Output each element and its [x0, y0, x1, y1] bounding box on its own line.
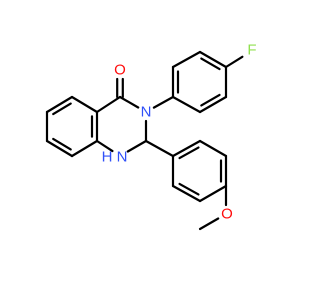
bond-Om-Me — [198, 217, 220, 231]
bond-B4-B5 — [198, 184, 228, 203]
bond-N3-A1 — [152, 95, 175, 109]
bond-B5-B6-inner — [178, 182, 200, 196]
bond-A4-A5-inner — [200, 57, 221, 71]
bond-C5-C6-inner — [52, 102, 72, 116]
bond-C4-N3 — [118, 95, 140, 109]
bond-B2-B3 — [198, 139, 228, 158]
bond-C8-C8a — [70, 139, 99, 158]
bond-C7-C8 — [45, 139, 74, 158]
bond-C4a-C5 — [70, 95, 99, 114]
bond-B5-B6 — [171, 184, 202, 203]
bond-N1-C8a — [95, 139, 114, 153]
bond-C5-C6 — [45, 95, 74, 114]
bond-A4-A5 — [198, 50, 228, 69]
nitrogen-3-label: N — [141, 104, 152, 121]
bond-C2-N1 — [126, 139, 148, 153]
bond-A1-A2 — [171, 95, 202, 114]
bond-A2-A3 — [198, 95, 228, 114]
bond-A4-F — [224, 55, 244, 69]
bond-A2-A3-inner — [200, 93, 221, 107]
bond-B1-B2 — [171, 139, 202, 158]
bond-C7-C8-inner — [52, 137, 72, 151]
methoxy-oxygen-label: O — [221, 206, 233, 223]
bond-C2-B1 — [144, 139, 175, 158]
bond-C4a-C4 — [95, 95, 122, 114]
nh-hydrogen-label: H — [102, 149, 113, 166]
carbonyl-oxygen-label: O — [114, 62, 126, 79]
nitrogen-1-label: N — [117, 149, 128, 166]
bond-A5-A6 — [171, 50, 202, 69]
bond-B1-B2-inner — [178, 146, 200, 160]
fluorine-label: F — [247, 42, 256, 59]
